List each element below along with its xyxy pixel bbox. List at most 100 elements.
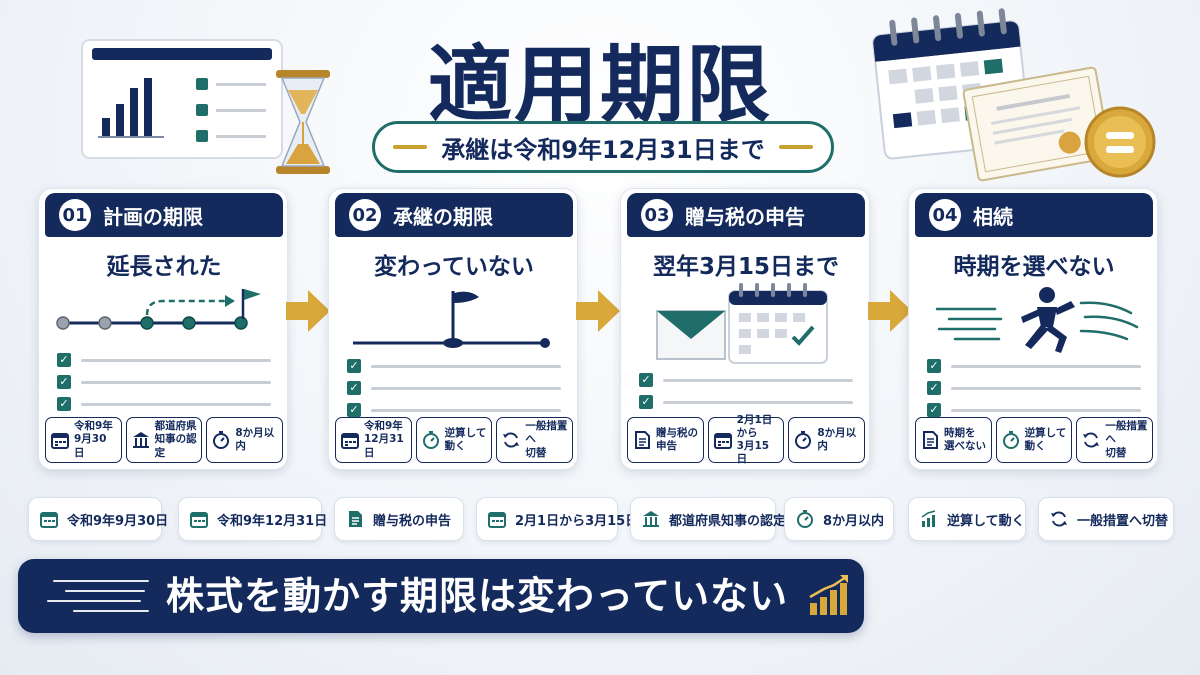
tag-text: 令和9年12月31日	[217, 513, 328, 529]
placeholder-line	[371, 364, 561, 368]
placeholder-line	[371, 386, 561, 390]
card-title: 贈与税の申告	[685, 204, 805, 229]
chip-stopwatch: 8か月以内	[788, 417, 866, 463]
tag-item: 逆算して動く	[908, 497, 1026, 541]
check-row: ✓	[639, 391, 853, 413]
check-row: ✓	[927, 377, 1141, 399]
certificate-icon	[962, 66, 1112, 182]
checklist: ✓ ✓ ✓	[57, 349, 271, 415]
card-header: 01 計画の期限	[45, 193, 283, 237]
check-icon: ✓	[639, 395, 653, 409]
calendar-icon	[40, 512, 58, 528]
check-icon: ✓	[347, 381, 361, 395]
check-icon: ✓	[57, 397, 71, 411]
card-chips: 時期を 選べない 逆算して 動く 一般措置へ 切替	[915, 417, 1154, 463]
chip-text: 一般措置へ 切替	[1105, 420, 1148, 459]
chip-calendar: 令和9年 9月30日	[45, 417, 122, 463]
check-row: ✓	[927, 399, 1141, 421]
check-icon: ✓	[347, 359, 361, 373]
chip-text: 一般措置へ 切替	[525, 420, 568, 459]
card-inheritance: 04 相続 時期を選べない ✓ ✓ ✓ 時期を 選べない 逆算して 動く	[908, 188, 1158, 470]
chip-text: 時期を 選べない	[944, 426, 986, 452]
chip-stopwatch: 逆算して 動く	[995, 417, 1073, 463]
chip-refresh: 一般措置へ 切替	[496, 417, 574, 463]
card-lead: 翌年3月15日まで	[652, 254, 839, 280]
card-lead: 変わっていない	[374, 254, 534, 280]
placeholder-line	[663, 378, 853, 382]
placeholder-line	[663, 400, 853, 404]
refresh-icon	[1051, 511, 1067, 527]
placeholder-line	[951, 364, 1141, 368]
envelope-calendar-icon	[656, 283, 828, 364]
check-icon: ✓	[57, 353, 71, 367]
card-header: 03 贈与税の申告	[627, 193, 865, 237]
card-number: 03	[641, 199, 673, 231]
card-succession-deadline: 02 承継の期限 変わっていない ✓ ✓ ✓ 令和9年 12月31日 逆算して …	[328, 188, 578, 470]
tag-item: 一般措置へ切替	[1038, 497, 1174, 541]
chip-stopwatch: 8か月以内	[206, 417, 284, 463]
placeholder-line	[951, 408, 1141, 412]
placeholder-line	[81, 402, 271, 406]
card-header: 04 相続	[915, 193, 1153, 237]
document-icon	[923, 431, 938, 449]
arrow-right-icon	[286, 290, 330, 332]
card-title: 承継の期限	[393, 204, 493, 229]
tag-item: 都道府県知事の認定	[630, 497, 786, 541]
refresh-icon	[1083, 432, 1100, 448]
refresh-icon	[503, 432, 520, 448]
check-icon: ✓	[927, 359, 941, 373]
tag-text: 都道府県知事の認定	[669, 513, 787, 529]
chip-calendar: 2月1日から 3月15日	[707, 414, 785, 465]
card-chips: 令和9年 9月30日 都道府県 知事の認定 8か月以内	[45, 417, 284, 463]
chip-text: 8か月以内	[235, 426, 275, 452]
placeholder-line	[371, 408, 561, 412]
tag-item: 贈与税の申告	[334, 497, 464, 541]
check-row: ✓	[639, 369, 853, 391]
running-person-icon	[935, 287, 1139, 353]
tag-item: 2月1日から3月15日	[476, 497, 638, 541]
arrow-right-icon	[576, 290, 620, 332]
card-plan-deadline: 01 計画の期限 延長された ✓ ✓ ✓ 令和9年 9月30日 都道府県 知事の…	[38, 188, 288, 470]
tag-item: 8か月以内	[784, 497, 894, 541]
arrow-right-icon	[868, 290, 912, 332]
card-lead: 延長された	[106, 254, 222, 280]
chip-text: 都道府県 知事の認定	[154, 420, 197, 459]
rising-bar-chart-icon	[809, 575, 848, 615]
chip-text: 令和9年 9月30日	[74, 420, 113, 459]
tag-text: 贈与税の申告	[373, 513, 452, 529]
chip-stopwatch: 逆算して 動く	[415, 417, 493, 463]
stopwatch-icon	[213, 431, 230, 449]
footer-banner: 株式を動かす期限は変わっていない	[18, 559, 864, 633]
tag-text: 令和9年9月30日	[67, 513, 169, 529]
stopwatch-icon	[422, 431, 439, 449]
card-chips: 令和9年 12月31日 逆算して 動く 一般措置へ 切替	[335, 417, 574, 463]
check-icon: ✓	[927, 403, 941, 417]
card-number: 02	[349, 199, 381, 231]
hourglass-icon	[276, 70, 330, 174]
card-title: 相続	[973, 204, 1013, 229]
timeline-extended-icon	[56, 289, 261, 330]
tag-item: 令和9年9月30日	[28, 497, 168, 541]
pill-right-dash	[778, 145, 813, 149]
check-icon: ✓	[347, 403, 361, 417]
chip-text: 逆算して 動く	[1024, 426, 1067, 452]
check-row: ✓	[347, 355, 561, 377]
speed-lines-icon	[47, 580, 149, 612]
stopwatch-icon	[1002, 431, 1019, 449]
check-icon: ✓	[927, 381, 941, 395]
chip-refresh: 一般措置へ 切替	[1076, 417, 1154, 463]
placeholder-line	[951, 386, 1141, 390]
keyword-tag-row: 令和9年9月30日 令和9年12月31日 贈与税の申告 2月1日から3月15日 …	[28, 497, 1178, 543]
chip-text: 贈与税の 申告	[656, 426, 698, 452]
flag-on-line-icon	[353, 291, 550, 348]
chip-document: 贈与税の 申告	[627, 417, 704, 463]
card-lead: 時期を選べない	[953, 254, 1115, 280]
subtitle-pill: 承継は令和9年12月31日まで	[372, 121, 834, 173]
card-gift-tax-filing: 03 贈与税の申告 翌年3月15日まで ✓ ✓ 贈与税の 申告 2月1日から 3…	[620, 188, 870, 470]
card-header: 02 承継の期限	[335, 193, 573, 237]
check-row: ✓	[347, 399, 561, 421]
card-chips: 贈与税の 申告 2月1日から 3月15日 8か月以内	[627, 414, 866, 465]
chip-document: 時期を 選べない	[915, 417, 992, 463]
chip-calendar: 令和9年 12月31日	[335, 417, 412, 463]
pill-left-dash	[393, 145, 428, 149]
